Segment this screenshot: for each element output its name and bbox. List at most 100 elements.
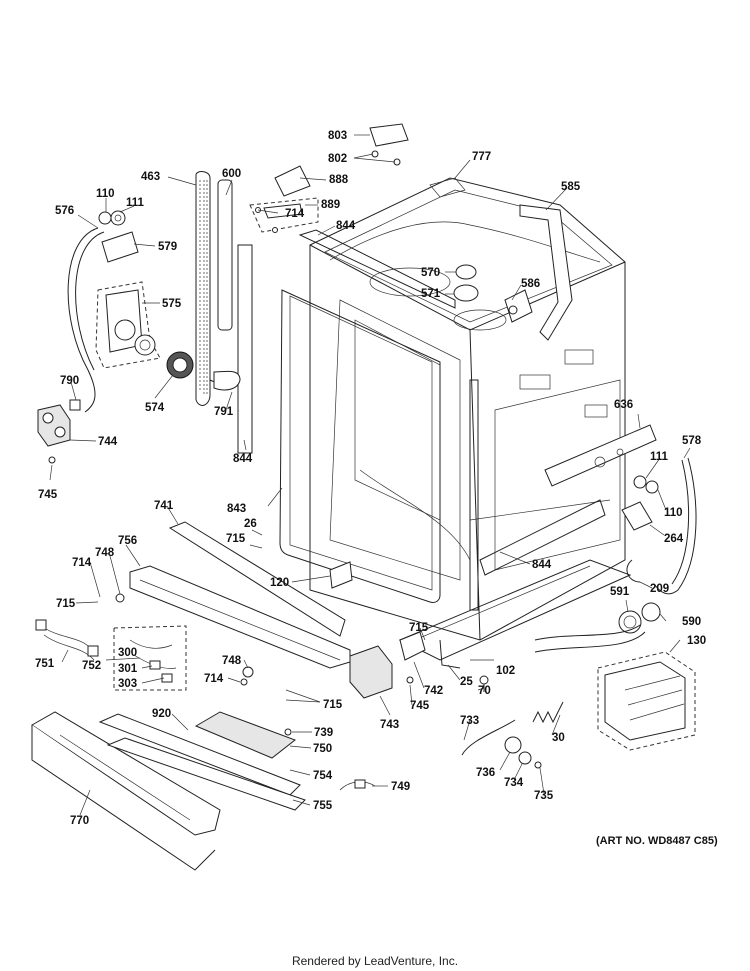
bearing-571 bbox=[453, 284, 479, 302]
callout-label: 736 bbox=[476, 767, 495, 779]
callout-label: 844 bbox=[532, 559, 552, 571]
vent-strip-585 bbox=[519, 204, 573, 341]
toe-kick-741 bbox=[168, 521, 346, 637]
callout-label: 30 bbox=[552, 732, 565, 744]
callout-label: 733 bbox=[460, 715, 479, 727]
callout-label: 715 bbox=[323, 699, 343, 711]
base-frame-102 bbox=[398, 559, 632, 661]
callout-label: 574 bbox=[145, 402, 165, 414]
leader-lines bbox=[49, 134, 691, 816]
pulley-736 bbox=[504, 736, 522, 754]
callout-label: 844 bbox=[233, 453, 253, 465]
callout-label: 102 bbox=[496, 665, 515, 677]
callout-label: 770 bbox=[70, 815, 89, 827]
clamp-209 bbox=[626, 559, 641, 583]
callout-label: 715 bbox=[56, 598, 76, 610]
callout-label: 591 bbox=[610, 586, 630, 598]
callout-labels: 803 802 777 463 600 888 110 111 576 714 … bbox=[35, 130, 706, 827]
callout-label: 715 bbox=[226, 533, 246, 545]
callout-label: 571 bbox=[421, 288, 441, 300]
spring-30 bbox=[532, 701, 564, 724]
callout-label: 70 bbox=[478, 685, 491, 697]
callout-label: 889 bbox=[321, 199, 340, 211]
diverter-586 bbox=[504, 289, 533, 323]
foam-770 bbox=[31, 711, 221, 836]
callout-label: 749 bbox=[391, 781, 410, 793]
callout-label: 743 bbox=[380, 719, 399, 731]
callout-label: 791 bbox=[214, 406, 234, 418]
callout-label: 756 bbox=[118, 535, 137, 547]
callout-label: 301 bbox=[118, 663, 138, 675]
bracket-888 bbox=[274, 165, 311, 197]
callout-label: 802 bbox=[328, 153, 347, 165]
harness-751 bbox=[39, 624, 95, 661]
callout-label: 264 bbox=[664, 533, 684, 545]
callout-label: 463 bbox=[141, 171, 160, 183]
callout-label: 748 bbox=[222, 655, 242, 667]
callout-label: 575 bbox=[162, 298, 182, 310]
module-743 bbox=[349, 645, 393, 699]
callout-label: 110 bbox=[664, 507, 683, 519]
callout-label: 739 bbox=[314, 727, 333, 739]
cover-754 bbox=[98, 713, 301, 796]
callout-label: 714 bbox=[285, 208, 305, 220]
callout-label: 754 bbox=[313, 770, 333, 782]
clip-579 bbox=[101, 231, 139, 263]
bracket-742 bbox=[399, 631, 426, 661]
callout-label: 752 bbox=[82, 660, 101, 672]
callout-label: 750 bbox=[313, 743, 332, 755]
part-803 bbox=[369, 123, 409, 147]
callout-label: 130 bbox=[687, 635, 706, 647]
callout-label: 734 bbox=[504, 777, 524, 789]
callout-label: 741 bbox=[154, 500, 174, 512]
tube-600 bbox=[217, 179, 233, 331]
rendered-by-footer: Rendered by LeadVenture, Inc. bbox=[291, 954, 459, 968]
callout-label: 578 bbox=[682, 435, 702, 447]
control-rail-636 bbox=[544, 424, 657, 487]
callout-label: 110 bbox=[96, 188, 115, 200]
callout-label: 751 bbox=[35, 658, 55, 670]
callout-label: 576 bbox=[55, 205, 74, 217]
callout-label: 600 bbox=[222, 168, 241, 180]
callout-label: 745 bbox=[410, 700, 430, 712]
callout-label: 745 bbox=[38, 489, 58, 501]
callout-label: 300 bbox=[118, 647, 137, 659]
part-264 bbox=[621, 501, 653, 531]
callout-label: 303 bbox=[118, 678, 137, 690]
callout-label: 803 bbox=[328, 130, 347, 142]
callout-label: 120 bbox=[270, 577, 289, 589]
callout-label: 888 bbox=[329, 174, 349, 186]
callout-label: 111 bbox=[650, 451, 669, 463]
pump-590 bbox=[641, 602, 661, 622]
water-valve-744 bbox=[37, 404, 71, 447]
callout-label: 715 bbox=[409, 622, 429, 634]
callout-label: 25 bbox=[460, 676, 473, 688]
callout-label: 570 bbox=[421, 267, 440, 279]
bracket-25 bbox=[439, 639, 461, 669]
board-750 bbox=[194, 711, 297, 759]
nut-570 bbox=[455, 264, 477, 280]
side-seal-844 bbox=[237, 244, 253, 454]
callout-label: 586 bbox=[521, 278, 540, 290]
callout-label: 744 bbox=[98, 436, 118, 448]
cable-733 bbox=[461, 719, 516, 756]
callout-label: 579 bbox=[158, 241, 177, 253]
art-number: (ART NO. WD8487 C85) bbox=[596, 835, 718, 847]
hose-578 bbox=[654, 457, 697, 595]
callout-label: 590 bbox=[682, 616, 701, 628]
callout-label: 777 bbox=[472, 151, 491, 163]
callout-label: 714 bbox=[72, 557, 92, 569]
callout-label: 790 bbox=[60, 375, 79, 387]
callout-label: 111 bbox=[126, 197, 145, 209]
box-130 bbox=[604, 661, 686, 741]
door-gasket-843 bbox=[279, 289, 441, 603]
callout-label: 26 bbox=[244, 518, 257, 530]
callout-label: 209 bbox=[650, 583, 669, 595]
callout-label: 755 bbox=[313, 800, 333, 812]
bracket-120 bbox=[329, 561, 353, 589]
callout-label: 585 bbox=[561, 181, 581, 193]
tub-assembly bbox=[309, 177, 626, 641]
callout-label: 844 bbox=[336, 220, 356, 232]
callout-label: 636 bbox=[614, 399, 633, 411]
tray-755 bbox=[106, 737, 306, 811]
